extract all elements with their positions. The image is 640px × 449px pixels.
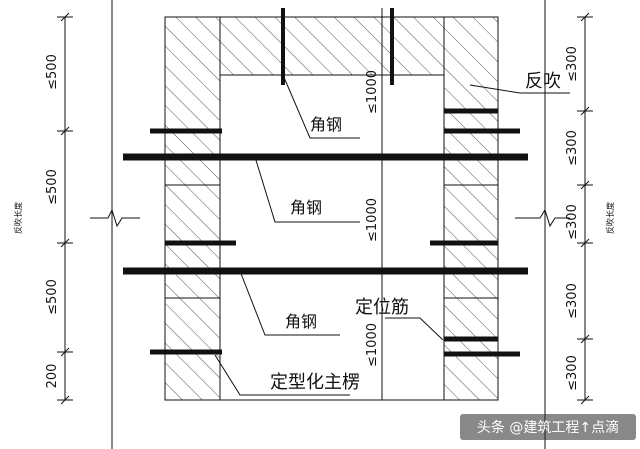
break-line-left [90,208,140,228]
top-wall [219,16,445,76]
positioning-bar-label: 定位筋 [355,297,409,318]
watermark-badge: 头条 @建筑工程↑点滴 [460,414,636,440]
right-wall [443,16,499,401]
side-note-right: 反吹长度 [605,202,615,234]
main-column-label: 定型化主楞 [270,372,360,393]
dim-right-5: ≤300 [565,355,580,391]
dim-left-4: 200 [45,364,60,389]
dim-center-1: ≤1000 [365,70,380,114]
break-line-right [515,208,570,228]
dim-left-3: ≤500 [45,279,60,315]
dim-left-1: ≤500 [45,54,60,90]
wall-ticks [165,184,498,299]
dim-right-2: ≤300 [565,130,580,166]
leader-lines [214,74,570,396]
left-wall [164,16,221,401]
right-dimension-line [577,12,593,405]
side-note-left: 反吹长度 [13,202,23,234]
dim-center-3: ≤1000 [365,323,380,367]
angle-steel-label-1: 角钢 [310,115,342,134]
dim-left-2: ≤500 [45,169,60,205]
left-dimension-line [57,12,73,405]
dim-right-3: ≤300 [565,204,580,240]
reverse-blow-label: 反吹 [525,71,561,92]
dim-right-4: ≤300 [565,283,580,319]
angle-steel-label-3: 角钢 [285,312,317,331]
watermark-text: 头条 @建筑工程↑点滴 [476,420,620,436]
angle-steel-label-2: 角钢 [290,198,322,217]
dim-right-1: ≤300 [565,46,580,82]
opening [219,74,445,401]
dim-center-2: ≤1000 [365,198,380,242]
